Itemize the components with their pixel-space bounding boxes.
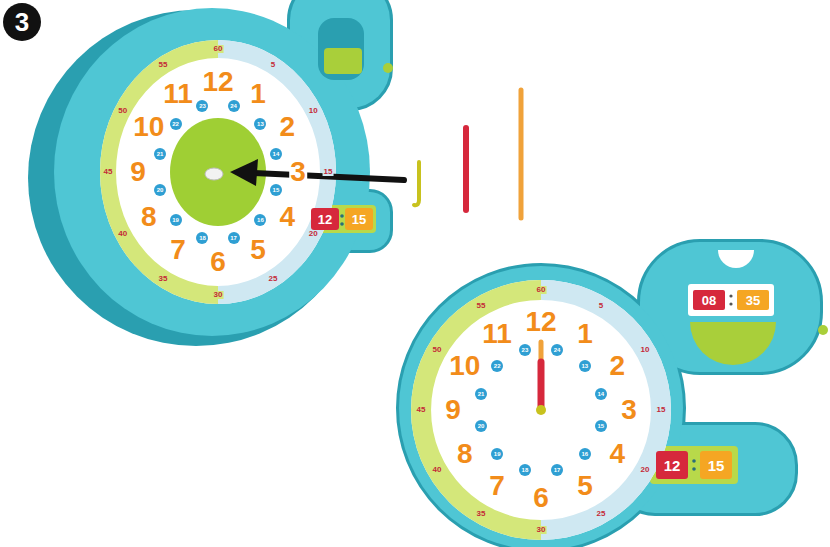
minute-mark: 10 [639, 346, 650, 354]
minute-mark: 60 [536, 286, 547, 294]
display-digits: 35 [746, 294, 760, 307]
minute-display: 15 [345, 208, 373, 230]
hour-display: 08 [693, 290, 725, 310]
hour-numeral: 4 [608, 440, 626, 468]
hour-numeral: 8 [140, 203, 158, 231]
24h-numeral: 19 [491, 448, 503, 460]
24h-numeral: 13 [579, 360, 591, 372]
24h-numeral: 20 [154, 184, 166, 196]
left-clock-body [28, 0, 393, 346]
hour-numeral: 12 [524, 308, 557, 336]
minute-mark: 5 [270, 61, 276, 69]
24h-numeral: 19 [170, 214, 182, 226]
minute-mark: 60 [213, 45, 224, 53]
minute-mark: 45 [416, 406, 427, 414]
left-clock-face [100, 40, 336, 304]
hour-numeral: 7 [488, 472, 506, 500]
24h-numeral: 18 [196, 232, 208, 244]
hour-numeral: 2 [608, 352, 626, 380]
hour-display: 12 [656, 451, 688, 479]
right-clock-face [411, 280, 671, 540]
hour-numeral: 9 [444, 396, 462, 424]
display-digits: 3 [15, 9, 29, 35]
minute-mark: 45 [103, 168, 114, 176]
hour-numeral: 6 [209, 248, 227, 276]
hour-numeral: 5 [249, 236, 267, 264]
24h-numeral: 24 [228, 100, 240, 112]
24h-numeral: 14 [270, 148, 282, 160]
24h-numeral: 23 [519, 344, 531, 356]
24h-numeral: 15 [270, 184, 282, 196]
hour-numeral: 7 [169, 236, 187, 264]
minute-display: 35 [737, 290, 769, 310]
24h-numeral: 23 [196, 100, 208, 112]
hour-numeral: 5 [576, 472, 594, 500]
hour-display: 12 [311, 208, 339, 230]
24h-numeral: 21 [154, 148, 166, 160]
display-digits: 15 [708, 458, 725, 473]
24h-numeral: 20 [475, 420, 487, 432]
hour-numeral: 6 [532, 484, 550, 512]
minute-mark: 10 [308, 107, 319, 115]
24h-numeral: 22 [170, 118, 182, 130]
hour-numeral: 3 [620, 396, 638, 424]
hour-numeral: 12 [201, 68, 234, 96]
minute-mark: 40 [432, 466, 443, 474]
24h-numeral: 24 [551, 344, 563, 356]
hour-numeral: 1 [576, 320, 594, 348]
step-number: 3 [3, 3, 41, 41]
24h-numeral: 14 [595, 388, 607, 400]
24h-numeral: 13 [254, 118, 266, 130]
hour-numeral: 8 [456, 440, 474, 468]
minute-mark: 30 [213, 291, 224, 299]
24h-numeral: 16 [579, 448, 591, 460]
minute-mark: 15 [323, 168, 334, 176]
hour-numeral: 9 [129, 158, 147, 186]
minute-mark: 40 [117, 230, 128, 238]
24h-numeral: 17 [228, 232, 240, 244]
minute-mark: 35 [476, 510, 487, 518]
minute-mark: 25 [268, 275, 279, 283]
hour-numeral: 11 [481, 320, 513, 348]
minute-mark: 50 [117, 107, 128, 115]
minute-mark: 5 [598, 302, 604, 310]
hour-numeral: 10 [132, 113, 165, 141]
hour-numeral: 3 [289, 158, 307, 186]
minute-mark: 50 [432, 346, 443, 354]
right-clock-body [399, 242, 828, 547]
insert-arrow [230, 159, 404, 186]
display-digits: 15 [352, 213, 366, 226]
24h-numeral: 17 [551, 464, 563, 476]
hour-numeral: 10 [448, 352, 481, 380]
hour-numeral: 1 [249, 80, 267, 108]
24h-numeral: 22 [491, 360, 503, 372]
24h-numeral: 21 [475, 388, 487, 400]
24h-numeral: 16 [254, 214, 266, 226]
minute-mark: 20 [639, 466, 650, 474]
clock-hands [414, 90, 521, 218]
minute-mark: 20 [308, 230, 319, 238]
display-digits: 08 [702, 294, 716, 307]
minute-mark: 25 [596, 510, 607, 518]
minute-mark: 55 [476, 302, 487, 310]
minute-mark: 35 [158, 275, 169, 283]
24h-numeral: 18 [519, 464, 531, 476]
hour-numeral: 2 [278, 113, 296, 141]
minute-mark: 15 [656, 406, 667, 414]
display-digits: 12 [318, 213, 332, 226]
minute-mark: 55 [158, 61, 169, 69]
display-digits: 12 [664, 458, 681, 473]
hour-numeral: 4 [278, 203, 296, 231]
minute-display: 15 [700, 451, 732, 479]
minute-mark: 30 [536, 526, 547, 534]
hour-numeral: 11 [162, 80, 194, 108]
24h-numeral: 15 [595, 420, 607, 432]
